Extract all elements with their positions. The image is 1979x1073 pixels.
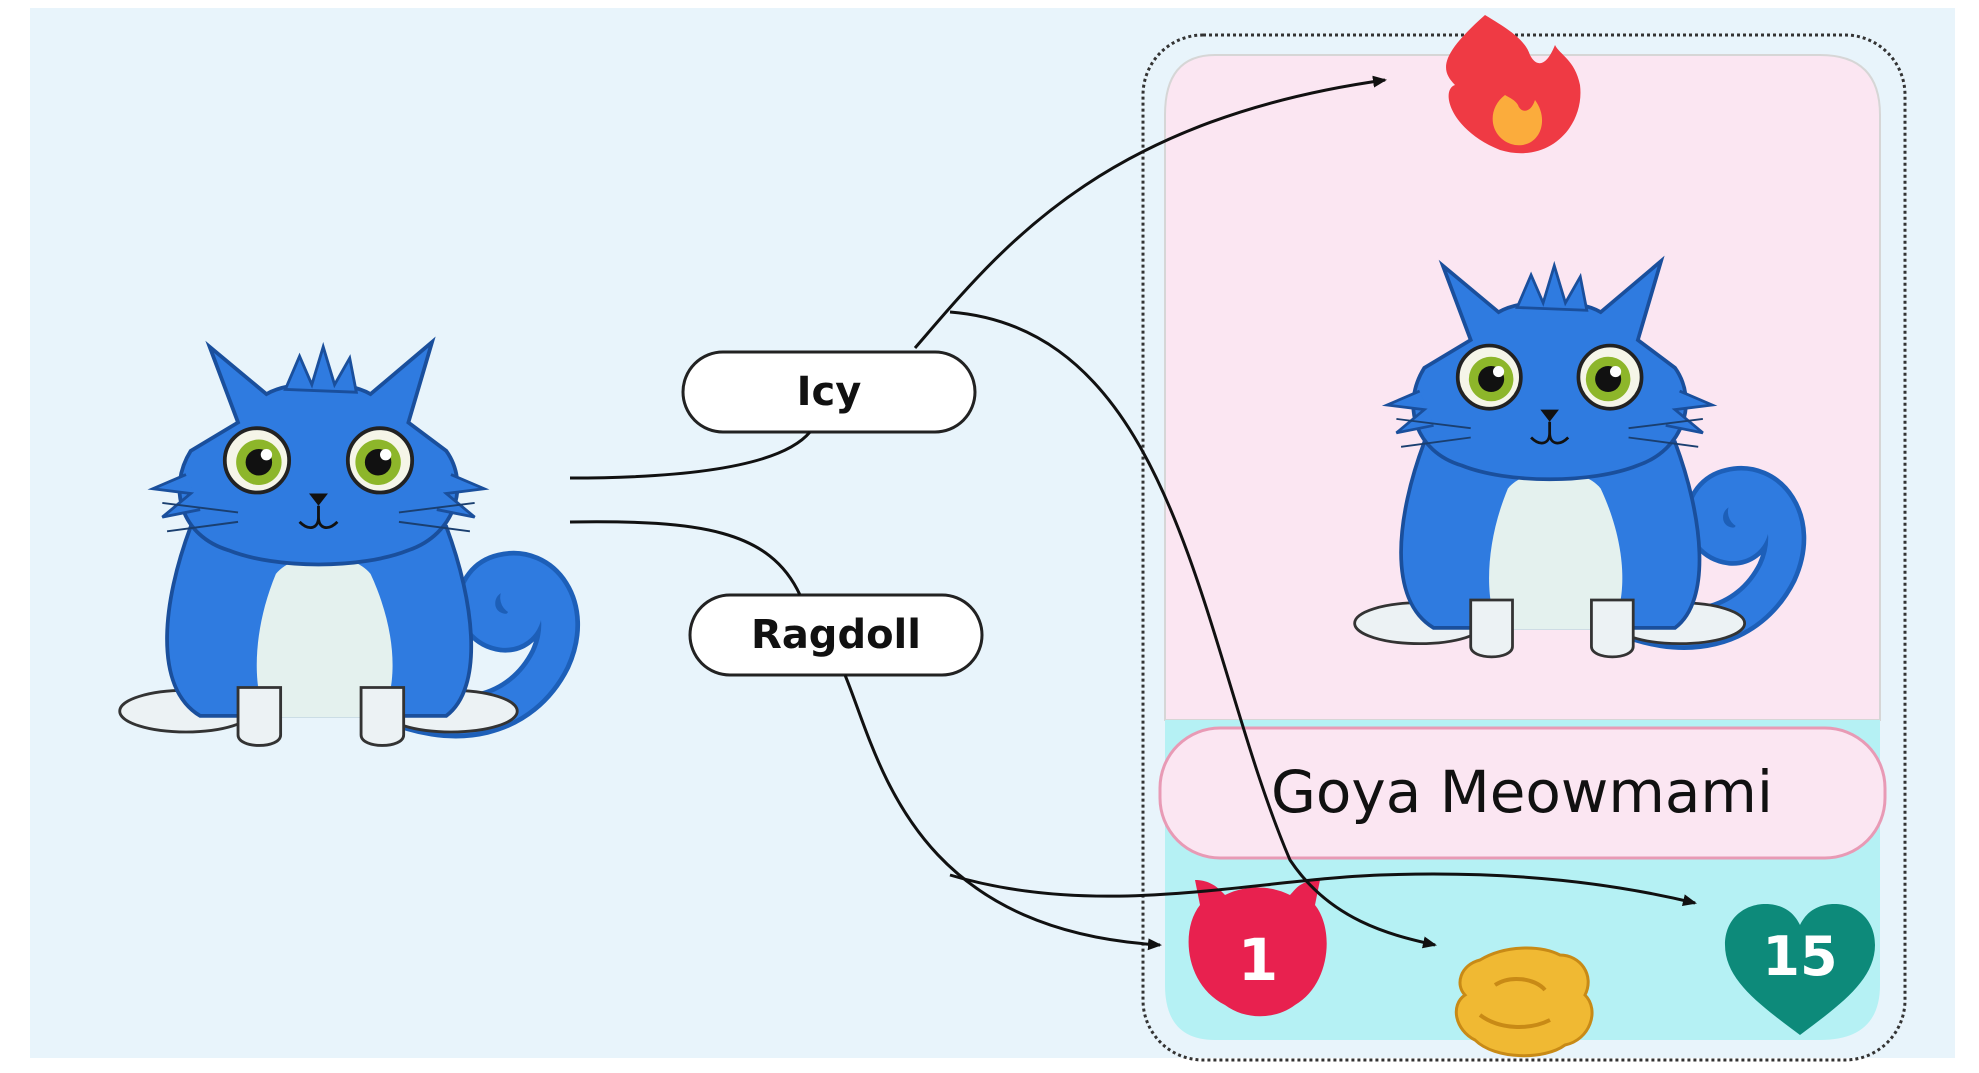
flame-icon [1446,15,1581,154]
card-name-bar [1158,726,1887,860]
likes-value: 15 [1762,925,1837,988]
trait-label-icy: Icy [797,369,862,415]
cat-head-badge-icon [1188,880,1327,1017]
kitty-card-outline [1141,33,1907,1062]
generation-value: 1 [1238,926,1278,994]
card-name-label: Goya Meowmami [1271,758,1773,826]
connector-parent-to-icy [569,431,812,480]
arrow-ragdoll-to-badge [843,674,1162,951]
arrow-icy-to-flame [913,75,1387,349]
arrow-icy-to-nugget [949,310,1437,949]
arrow-ragdoll-to-heart [949,872,1697,907]
heart-icon [1725,904,1875,1035]
connector-parent-to-ragdoll [569,520,802,596]
trait-pill-ragdoll [688,593,984,677]
gold-nugget-icon [1454,946,1594,1058]
trait-pill-icy [681,350,977,434]
trait-label-ragdoll: Ragdoll [751,612,921,658]
